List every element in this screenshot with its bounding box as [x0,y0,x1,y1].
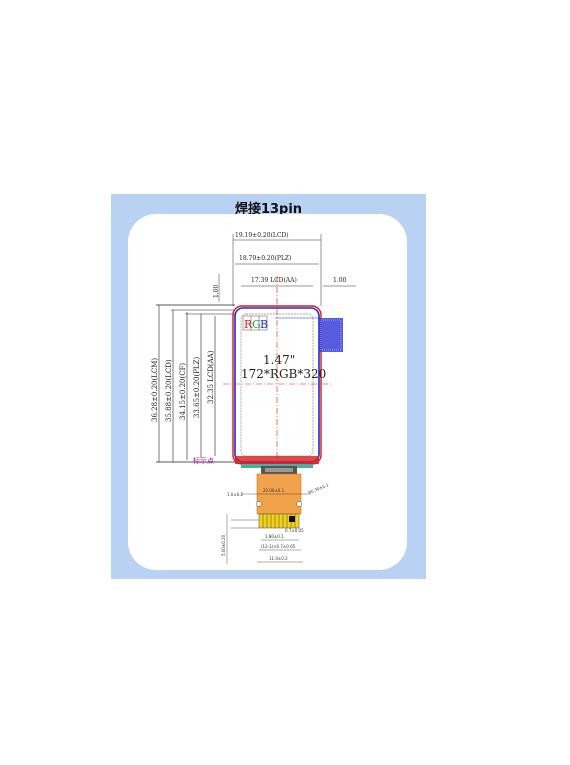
display-resolution: 172*RGB*320 [241,367,326,381]
drawing-frame: 焊接13pin 19.19±0.20(LCD) 18.79±0.20(PLZ) … [111,194,426,579]
vdim-5: 32.35 LCD(AA) [207,350,215,404]
marker-label: 标示点 [193,456,214,465]
fpc-b3: 11.4±0.2 [269,556,288,561]
fpc-b1: 1.80±0.1 [265,534,284,539]
vdim-4: 33.65±0.20(PLZ) [193,357,201,418]
fpc-pads [262,514,296,528]
vdim-3: 34.15±0.20(CF) [179,363,187,420]
overlay-patch [319,318,343,352]
mechanical-drawing: 19.19±0.20(LCD) 18.79±0.20(PLZ) 17.39 LC… [151,232,356,564]
rgb-g: G [252,318,261,331]
fpc-small: 1.0±0.2 [227,492,244,497]
display-size: 1.47" [263,353,295,367]
fpc-pitch: 0.7±0.05 [285,528,304,533]
fpc-b2: (12-1)×0.7±0.05 [261,544,296,549]
dim-top1: 19.19±0.20(LCD) [235,232,289,239]
fpc-connector-inner [265,468,293,472]
rgb-b: B [260,318,268,331]
vdim-1: 36.28±0.20(LCM) [151,358,159,422]
overlay-patch-pattern [320,319,342,351]
fpc-width: 20.00±0.1 [263,488,285,493]
rgb-box [242,315,268,331]
lcd-bottom-edge [235,456,319,464]
fpc-v: 5.00±0.20 [221,534,226,556]
dim-right-margin: 1.00 [333,277,347,284]
fpc-pad-mark [289,516,295,522]
fpc-radius: R0.30±0.1 [308,482,330,495]
drawing-title: 焊接13pin [234,202,303,217]
dim-left-margin: 1.00 [213,284,220,298]
rgb-r: R [244,318,253,331]
vdim-2: 35.88±0.20(LCD) [165,359,173,422]
dim-top2: 18.79±0.20(PLZ) [239,255,291,262]
fpc-hole-right [296,501,302,507]
fpc-hole-left [256,501,262,507]
dim-top3: 17.39 LCD(AA) [251,277,297,284]
